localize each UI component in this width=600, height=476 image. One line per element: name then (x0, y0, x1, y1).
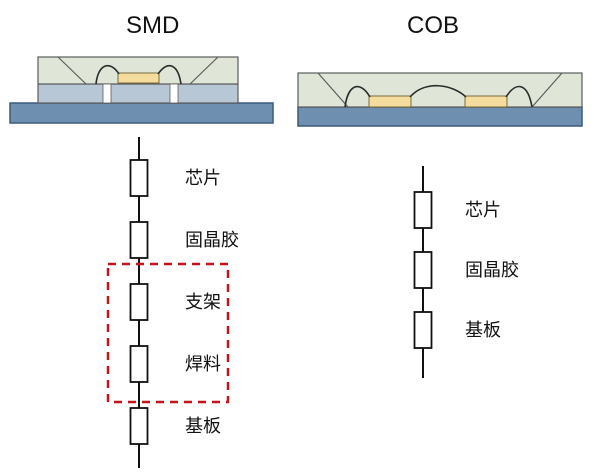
cob-package-illustration (297, 72, 583, 127)
cob-encapsulant (297, 72, 583, 108)
smd-layer-label-4: 焊料 (185, 354, 221, 375)
smd-resistor-4 (129, 345, 149, 383)
smd-extra-layers-highlight (106, 262, 230, 404)
cob-resistor-2 (413, 251, 433, 289)
smd-substrate (9, 102, 274, 124)
smd-cavity-walls (57, 56, 219, 85)
cob-resistor-1 (413, 191, 433, 229)
cob-dam-walls (317, 72, 563, 108)
smd-title: SMD (126, 12, 179, 39)
smd-resistor-1 (129, 159, 149, 197)
smd-resistor-3 (129, 283, 149, 321)
cob-title: COB (407, 12, 459, 39)
smd-bond-wire-left (95, 64, 120, 85)
cob-layer-label-3: 基板 (465, 320, 501, 341)
cob-bond-wire-1 (344, 85, 371, 108)
smd-resistor-2 (129, 221, 149, 259)
smd-chip (117, 72, 160, 84)
cob-layer-label-2: 固晶胶 (465, 260, 519, 281)
cob-bond-wire-3 (505, 85, 533, 108)
smd-layer-label-5: 基板 (185, 416, 221, 437)
smd-lead-gap-left (102, 83, 112, 104)
cob-chip-left (368, 95, 412, 108)
smd-layer-label-1: 芯片 (185, 168, 221, 189)
smd-package-illustration (9, 56, 274, 124)
smd-layer-label-2: 固晶胶 (185, 230, 239, 251)
smd-bond-wire-right (157, 64, 182, 85)
smd-lead-frame (37, 83, 239, 104)
smd-resistor-5 (129, 407, 149, 445)
smd-lead-gap-right (169, 83, 179, 104)
cob-bond-wire-2 (409, 84, 467, 98)
cob-chip-right (464, 95, 508, 108)
cob-layer-label-1: 芯片 (465, 200, 501, 221)
smd-layer-label-3: 支架 (185, 292, 221, 313)
cob-substrate (297, 106, 583, 127)
cob-resistor-3 (413, 311, 433, 349)
